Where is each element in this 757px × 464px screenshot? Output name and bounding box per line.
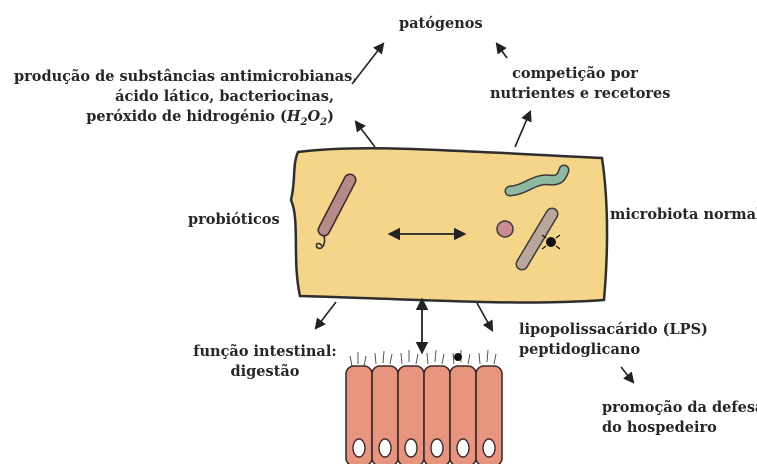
competition-line-1: competição por: [490, 64, 660, 84]
intestinal-function-line-2: digestão: [190, 362, 340, 382]
lps-line-1: lipopolissacárido (LPS): [519, 320, 708, 340]
host-defense-line-1: promoção da defesa: [602, 398, 757, 418]
arrow-to-competition: [515, 112, 530, 147]
competition-label: competição por nutrientes e recetores: [490, 64, 660, 104]
arrow-to-lps: [477, 303, 492, 330]
intestinal-function-label: função intestinal: digestão: [190, 342, 340, 382]
normal-microbiota-label: microbiota normal: [610, 205, 757, 225]
production-label: produção de substâncias antimicrobianas,…: [14, 67, 334, 133]
competition-line-2: nutrientes e recetores: [490, 84, 660, 104]
intestinal-function-line-1: função intestinal:: [190, 342, 340, 362]
host-defense-label: promoção da defesa do hospedeiro: [602, 398, 757, 438]
arrow-to-pathogens-right: [497, 44, 507, 58]
host-defense-line-2: do hospedeiro: [602, 418, 757, 438]
arrow-to-production: [356, 122, 375, 147]
production-line-3: peróxido de hidrogénio (H2O2): [14, 107, 334, 133]
lps-label: lipopolissacárido (LPS) peptidoglicano: [519, 320, 708, 360]
epithelium-icon: [346, 350, 502, 464]
arrow-to-intestinal-function: [316, 302, 336, 328]
production-line-2: ácido lático, bacteriocinas,: [14, 87, 334, 107]
lps-line-2: peptidoglicano: [519, 340, 708, 360]
probiotics-label: probióticos: [188, 210, 280, 230]
pathogens-label: patógenos: [399, 14, 483, 34]
coccus-icon: [497, 221, 513, 237]
arrow-to-host-defense: [621, 367, 633, 382]
production-line-1: produção de substâncias antimicrobianas,: [14, 67, 334, 87]
